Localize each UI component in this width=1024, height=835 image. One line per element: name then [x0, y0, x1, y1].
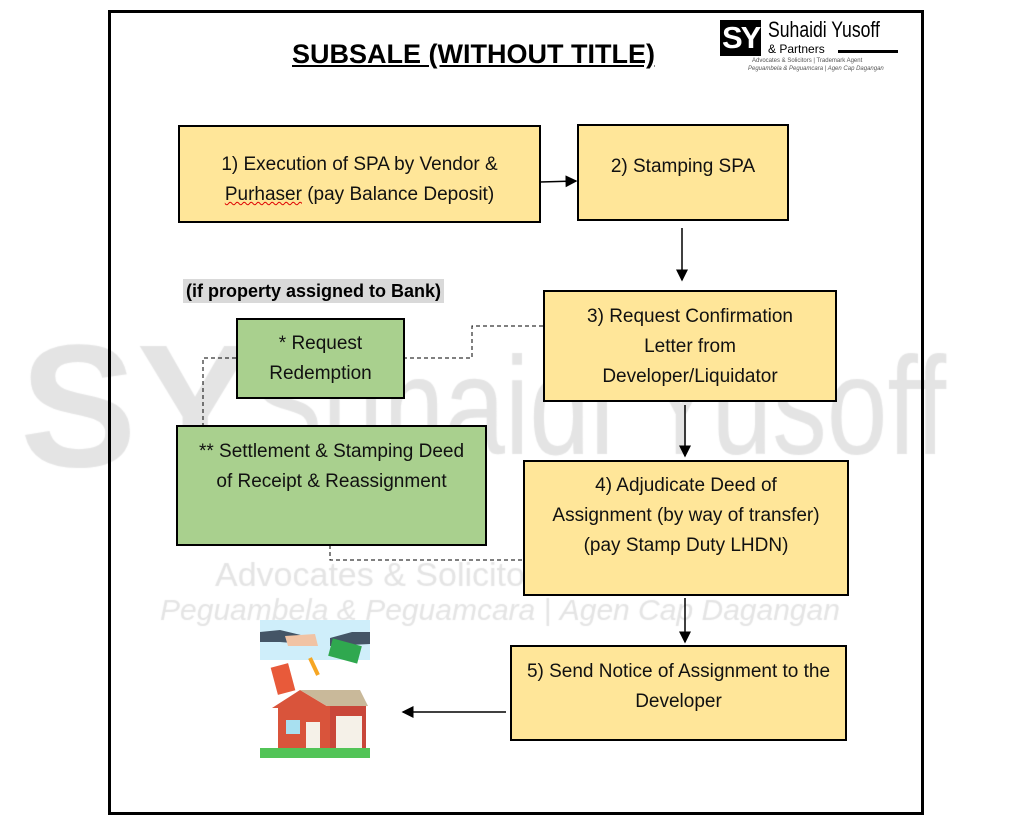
dashed-3-to-redemption	[405, 325, 543, 359]
bank-note: (if property assigned to Bank)	[183, 279, 445, 303]
dashed-redemption-to-settlement	[202, 357, 236, 425]
step-1-misspelled-word: Purhaser	[224, 184, 302, 205]
redemption-box: * Request Redemption	[236, 318, 405, 399]
step-1-box: 1) Execution of SPA by Vendor & Purhaser…	[178, 125, 541, 223]
step-3-text: 3) Request Confirmation Letter from Deve…	[587, 306, 793, 387]
logo-line1: Advocates & Solicitors | Trademark Agent	[752, 58, 863, 64]
logo: SY Suhaidi Yusoff & Partners Advocates &…	[720, 17, 905, 74]
logo-line2: Peguambela & Peguamcara | Agen Cap Dagan…	[748, 66, 884, 72]
settlement-box: ** Settlement & Stamping Deed of Receipt…	[176, 425, 487, 546]
logo-sub: & Partners	[768, 42, 825, 56]
logo-rule	[838, 50, 898, 53]
settlement-text: ** Settlement & Stamping Deed of Receipt…	[198, 441, 465, 492]
step-5-box: 5) Send Notice of Assignment to the Deve…	[510, 645, 847, 741]
step-1-line2: (pay Balance Deposit)	[301, 184, 495, 205]
page-title: SUBSALE (WITHOUT TITLE)	[292, 39, 655, 69]
redemption-text: * Request Redemption	[269, 333, 372, 384]
step-2-text: 2) Stamping SPA	[610, 156, 756, 177]
logo-name: Suhaidi Yusoff	[768, 17, 880, 42]
step-2-box: 2) Stamping SPA	[577, 124, 789, 221]
step-1-line1: 1) Execution of SPA by Vendor &	[221, 154, 498, 175]
arrow-1-to-2	[539, 175, 578, 188]
step-3-box: 3) Request Confirmation Letter from Deve…	[543, 290, 837, 402]
diagram-frame	[108, 10, 924, 815]
logo-mark: SY	[720, 20, 761, 56]
step-4-text: 4) Adjudicate Deed of Assignment (by way…	[552, 475, 820, 556]
step-4-box: 4) Adjudicate Deed of Assignment (by way…	[523, 460, 849, 596]
house-key-exchange-illustration	[260, 620, 370, 758]
step-5-text: 5) Send Notice of Assignment to the Deve…	[526, 661, 831, 712]
dashed-settlement-to-4	[329, 545, 523, 561]
